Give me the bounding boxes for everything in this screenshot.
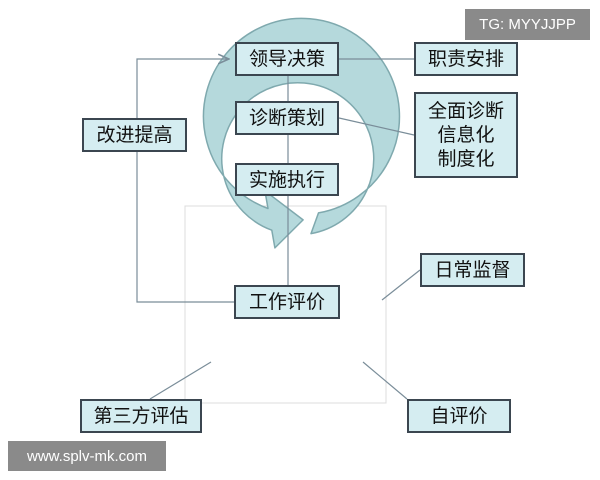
node-informatization: 全面诊断 信息化 制度化 — [414, 92, 518, 178]
node-daily-supervision: 日常监督 — [420, 253, 525, 287]
node-third-party-evaluation: 第三方评估 — [80, 399, 202, 433]
node-improvement: 改进提高 — [82, 118, 187, 152]
connector-lines — [136, 59, 421, 400]
watermark-website: www.splv-mk.com — [8, 441, 166, 471]
watermark-telegram: TG: MYYJJPP — [465, 9, 590, 40]
line-cycle-self-evaluation — [362, 361, 408, 400]
informatization-line-1: 全面诊断 — [427, 100, 504, 122]
node-implementation: 实施执行 — [235, 163, 339, 196]
line-cycle-daily-supervision — [381, 269, 421, 301]
line-cycle-third-party — [149, 361, 212, 400]
node-diagnosis-planning: 诊断策划 — [235, 101, 339, 135]
line-evaluation-improvement-loop — [136, 59, 234, 303]
node-leadership-decision: 领导决策 — [235, 42, 339, 76]
informatization-line-2: 信息化 — [437, 124, 495, 146]
node-self-evaluation: 自评价 — [407, 399, 511, 433]
line-diagnosis-informatization — [338, 117, 415, 136]
node-responsibility-arrangement: 职责安排 — [414, 42, 518, 76]
informatization-line-3: 制度化 — [437, 148, 495, 170]
node-work-evaluation: 工作评价 — [234, 285, 340, 319]
